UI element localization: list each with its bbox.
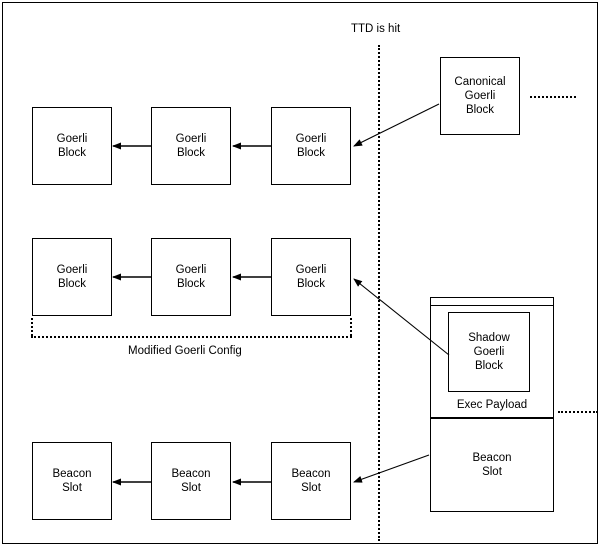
beacon-slot-row3-2-label: Beacon Slot <box>171 468 211 494</box>
goerli-block-row2-2-label: Goerli Block <box>175 264 207 290</box>
shadow-goerli-block[interactable]: Shadow Goerli Block <box>448 312 530 392</box>
goerli-block-row2-1-label: Goerli Block <box>56 264 88 290</box>
beacon-slot-row3-1-label: Beacon Slot <box>52 468 92 494</box>
beacon-slot-row3-3[interactable]: Beacon Slot <box>271 442 351 520</box>
config-bracket-tick-right <box>350 318 352 336</box>
ttd-boundary-dotted-line <box>378 45 380 541</box>
ttd-is-hit-label: TTD is hit <box>351 23 401 35</box>
goerli-block-row2-2[interactable]: Goerli Block <box>151 238 231 316</box>
modified-goerli-config-label: Modified Goerli Config <box>128 345 242 357</box>
shadow-goerli-block-label: Shadow Goerli Block <box>468 332 510 372</box>
beacon-slot-head-label: Beacon Slot <box>472 452 512 478</box>
canonical-chain-continuation-dots <box>530 96 576 98</box>
canonical-goerli-block[interactable]: Canonical Goerli Block <box>440 57 520 135</box>
goerli-block-row1-2[interactable]: Goerli Block <box>151 107 231 185</box>
goerli-block-row2-1[interactable]: Goerli Block <box>32 238 112 316</box>
canonical-goerli-block-label: Canonical Goerli Block <box>454 76 506 116</box>
beacon-slot-row3-3-label: Beacon Slot <box>291 468 331 494</box>
goerli-block-row1-2-label: Goerli Block <box>175 133 207 159</box>
exec-payload-continuation-dots <box>558 411 598 413</box>
goerli-block-row1-1-label: Goerli Block <box>56 133 88 159</box>
goerli-block-row2-3-label: Goerli Block <box>295 264 327 290</box>
goerli-block-row2-3[interactable]: Goerli Block <box>271 238 351 316</box>
exec-payload-label: Exec Payload <box>456 399 528 411</box>
beacon-slot-row3-1[interactable]: Beacon Slot <box>32 442 112 520</box>
goerli-block-row1-3[interactable]: Goerli Block <box>271 107 351 185</box>
beacon-slot-head[interactable]: Beacon Slot <box>430 418 554 512</box>
beacon-slot-row3-2[interactable]: Beacon Slot <box>151 442 231 520</box>
config-bracket-tick-left <box>31 318 33 336</box>
exec-payload-titlebar <box>430 297 554 306</box>
goerli-block-row1-1[interactable]: Goerli Block <box>32 107 112 185</box>
goerli-block-row1-3-label: Goerli Block <box>295 133 327 159</box>
config-bracket-dotted-line <box>31 336 352 338</box>
